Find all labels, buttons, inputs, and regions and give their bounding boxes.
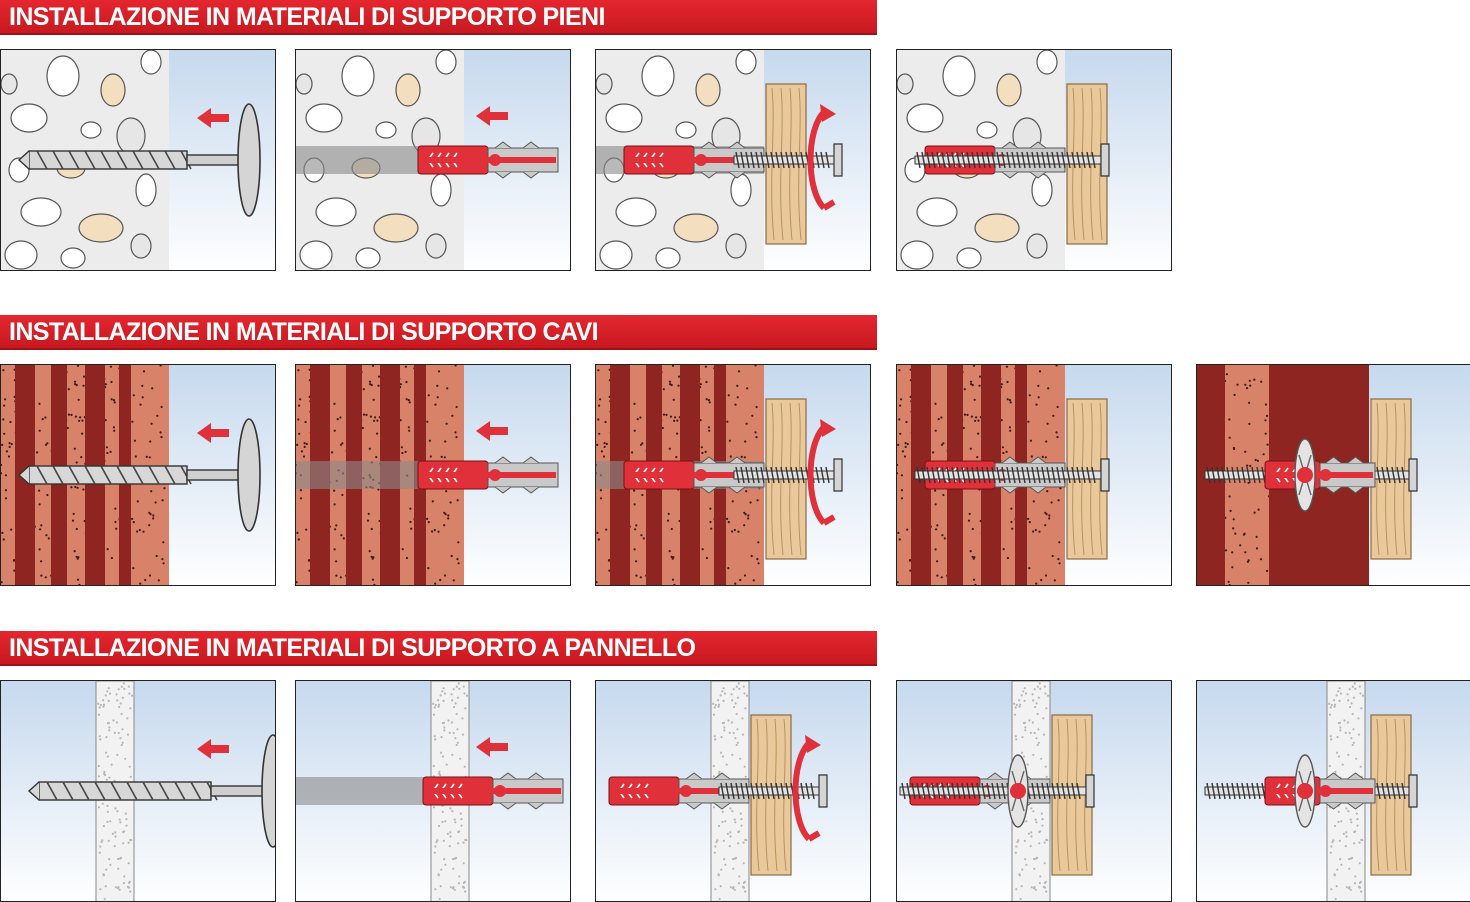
section-banner-solid: INSTALLAZIONE IN MATERIALI DI SUPPORTO P… <box>0 0 877 33</box>
wall-plug-icon <box>418 142 558 178</box>
panel-board-knot <box>1196 680 1470 902</box>
panel-hollow-knot <box>1196 364 1470 586</box>
wall-plug-icon <box>423 773 563 809</box>
section-title-panel: INSTALLAZIONE IN MATERIALI DI SUPPORTO A… <box>9 634 695 663</box>
panel-board-screw <box>595 680 871 902</box>
section-title-hollow: INSTALLAZIONE IN MATERIALI DI SUPPORTO C… <box>9 318 598 347</box>
panel-hollow-drill <box>0 364 276 586</box>
wall-plug-icon <box>1265 457 1375 493</box>
knot-icon <box>1295 439 1315 511</box>
panel-solid-drill <box>0 49 276 271</box>
section-banner-panel: INSTALLAZIONE IN MATERIALI DI SUPPORTO A… <box>0 631 877 664</box>
panel-solid-done <box>896 49 1172 271</box>
panel-hollow-done <box>896 364 1172 586</box>
knot-icon <box>1295 755 1315 827</box>
panel-solid-insert <box>295 49 571 271</box>
section-banner-hollow: INSTALLAZIONE IN MATERIALI DI SUPPORTO C… <box>0 315 877 348</box>
wall-plug-icon <box>1265 773 1375 809</box>
section-title-solid: INSTALLAZIONE IN MATERIALI DI SUPPORTO P… <box>9 3 605 32</box>
wall-plug-icon <box>418 457 558 493</box>
panel-solid-screw <box>595 49 871 271</box>
knot-icon <box>1008 755 1028 827</box>
panel-board-insert <box>295 680 571 902</box>
panel-board-done <box>896 680 1172 902</box>
panel-hollow-screw <box>595 364 871 586</box>
panel-board-drill <box>0 680 276 902</box>
panel-hollow-insert <box>295 364 571 586</box>
